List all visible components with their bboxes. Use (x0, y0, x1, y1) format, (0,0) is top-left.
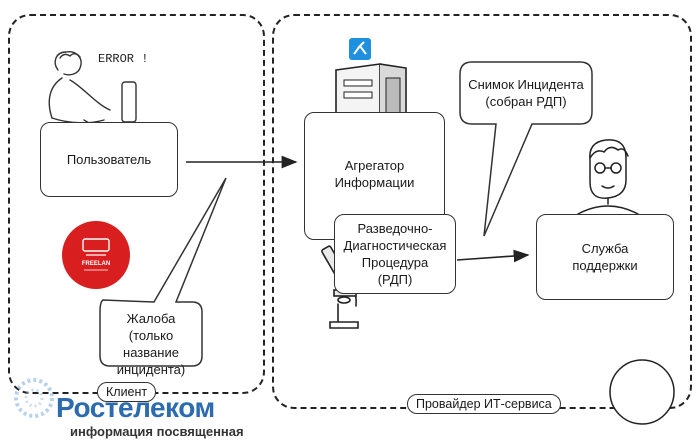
client-zone-tag: Клиент (97, 382, 157, 402)
support-box: Служба поддержки (536, 214, 674, 300)
user-box: Пользователь (40, 122, 178, 197)
complaint-text: Жалоба (только название инцидента) (116, 311, 186, 377)
watermark-subtitle: информация посвященная (70, 424, 244, 439)
decorative-circle (609, 359, 675, 425)
provider-zone-tag: Провайдер ИТ-сервиса (407, 394, 561, 414)
user-label: Пользователь (66, 152, 152, 167)
complaint-callout (99, 177, 227, 367)
snapshot-callout (459, 61, 593, 237)
user-error-text: ERROR ! (98, 52, 148, 66)
badge-title: FREELAN (82, 261, 110, 267)
snapshot-text: Снимок Инцидента (собран РДП) (468, 77, 584, 109)
support-label: Служба поддержки (572, 241, 638, 273)
rdp-label: Разведочно- Диагностическая Процедура (Р… (343, 221, 447, 287)
brand-badge-icon: FREELAN (62, 221, 130, 289)
watermark-brand: Ростелеком (56, 392, 215, 423)
rdp-box: Разведочно- Диагностическая Процедура (Р… (334, 214, 456, 294)
rdp-to-support-arrow (456, 249, 530, 263)
aggregator-label: Агрегатор Информации (334, 158, 415, 190)
watermark-globe-icon (14, 378, 54, 418)
